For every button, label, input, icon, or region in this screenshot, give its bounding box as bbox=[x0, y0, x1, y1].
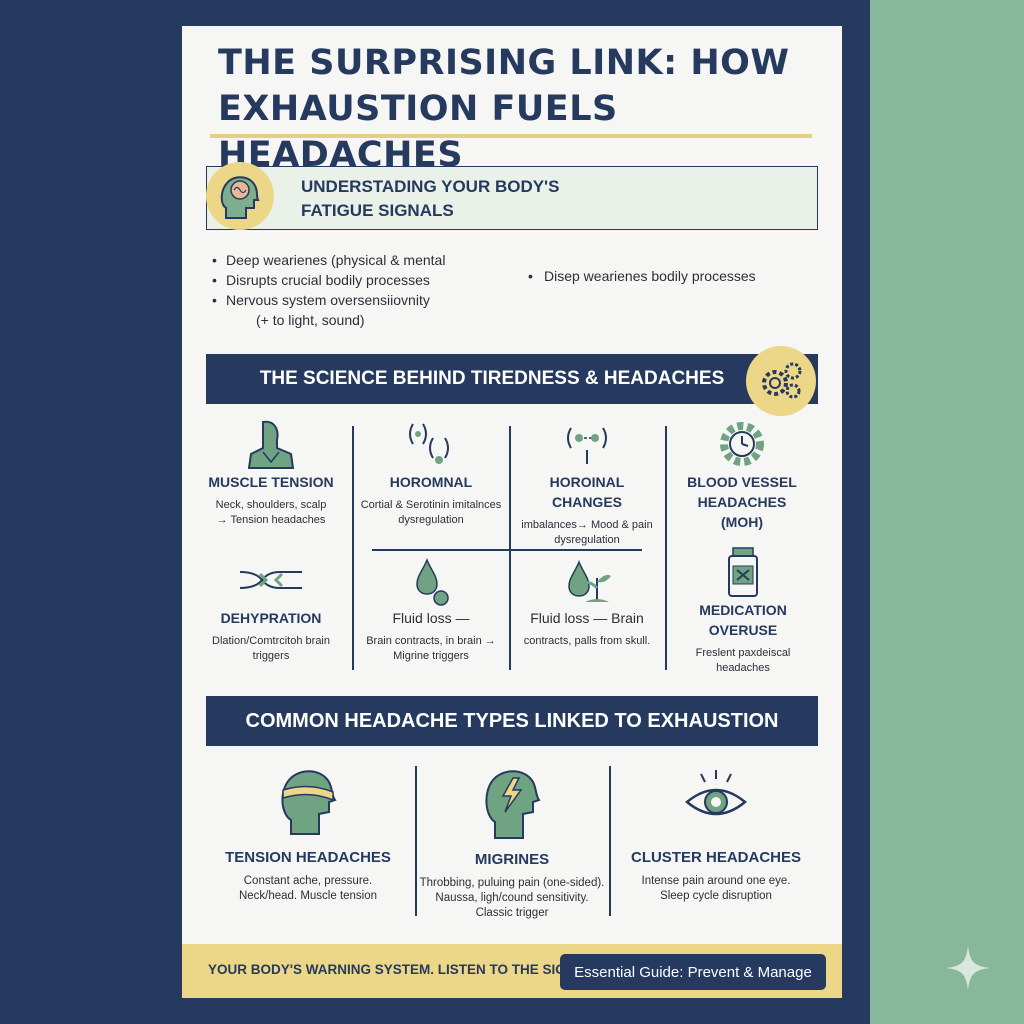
title-line-1: THE SURPRISING LINK: HOW bbox=[218, 43, 790, 83]
science-cell-muscle-tension: MUSCLE TENSION Neck, shoulders, scalp→ T… bbox=[196, 418, 346, 528]
bullet-item: Disrupts crucial bodily processes bbox=[212, 270, 445, 290]
pill-bottle-icon bbox=[728, 547, 758, 597]
side-bullet: Disep wearienes bodily processes bbox=[528, 268, 756, 284]
title-line-2: EXHAUSTION FUELS HEADACHES bbox=[218, 89, 618, 175]
sparkle-icon bbox=[946, 946, 990, 990]
title-divider bbox=[210, 134, 812, 138]
grid-divider bbox=[665, 426, 667, 670]
hormone-brackets-icon bbox=[567, 427, 607, 464]
type-tension-headaches: TENSION HEADACHES Constant ache, pressur… bbox=[208, 762, 408, 904]
grid-divider bbox=[372, 549, 642, 551]
type-migrines: MIGRINES Throbbing, puluing pain (one-si… bbox=[416, 762, 608, 921]
grid-divider bbox=[352, 426, 354, 670]
water-drop-icon bbox=[416, 557, 449, 606]
science-cell-horoinal-changes: HOROINAL CHANGES imbalances→ Mood & pain… bbox=[514, 418, 660, 548]
infographic-poster: THE SURPRISING LINK: HOW EXHAUSTION FUEL… bbox=[182, 26, 842, 998]
common-types-heading-band: COMMON HEADACHE TYPES LINKED TO EXHAUSTI… bbox=[206, 696, 818, 746]
science-heading-band: THE SCIENCE BEHIND TIREDNESS & HEADACHES bbox=[206, 354, 818, 404]
neck-muscle-icon bbox=[247, 420, 295, 469]
types-divider bbox=[415, 766, 417, 916]
types-divider bbox=[609, 766, 611, 916]
type-cluster-headaches: CLUSTER HEADACHES Intense pain around on… bbox=[614, 766, 818, 904]
common-types-heading: COMMON HEADACHE TYPES LINKED TO EXHAUSTI… bbox=[245, 709, 779, 732]
background-right-panel bbox=[870, 0, 1024, 1024]
lightning-head-icon bbox=[485, 770, 541, 839]
science-cell-fluid-loss-brain: Fluid loss — Brain contracts, palls from… bbox=[514, 556, 660, 649]
fatigue-bullet-list: Deep wearienes (physical & mental Disrup… bbox=[212, 250, 445, 330]
science-cell-blood-vessel: BLOOD VESSEL HEADACHES (MOH) bbox=[668, 418, 816, 532]
science-cell-fluid-loss: Fluid loss — Brain contracts, in brain →… bbox=[358, 556, 504, 664]
gears-icon bbox=[746, 346, 816, 416]
drop-sprout-icon bbox=[568, 559, 611, 602]
footer-bar: YOUR BODY'S WARNING SYSTEM. LISTEN TO TH… bbox=[182, 944, 842, 998]
understanding-heading: UNDERSTADING YOUR BODY'S FATIGUE SIGNALS bbox=[301, 177, 560, 220]
understanding-header-box: UNDERSTADING YOUR BODY'S FATIGUE SIGNALS bbox=[206, 166, 818, 230]
vessel-icon bbox=[239, 571, 302, 589]
hormone-waves-icon bbox=[409, 423, 449, 464]
science-heading: THE SCIENCE BEHIND TIREDNESS & HEADACHES bbox=[259, 368, 725, 389]
gear-clock-icon bbox=[720, 422, 764, 466]
bullet-continuation: (+ to light, sound) bbox=[256, 312, 365, 328]
bullet-item: Nervous system oversensiiovnity bbox=[212, 290, 445, 310]
footer-text: YOUR BODY'S WARNING SYSTEM. LISTEN TO TH… bbox=[208, 962, 585, 977]
head-band-icon bbox=[281, 770, 337, 835]
brain-head-icon bbox=[206, 162, 274, 230]
eye-icon bbox=[685, 770, 747, 816]
essential-guide-button[interactable]: Essential Guide: Prevent & Manage bbox=[560, 954, 826, 990]
page-title: THE SURPRISING LINK: HOW EXHAUSTION FUEL… bbox=[218, 40, 818, 178]
grid-divider bbox=[509, 426, 511, 670]
bullet-item: Deep wearienes (physical & mental bbox=[212, 250, 445, 270]
